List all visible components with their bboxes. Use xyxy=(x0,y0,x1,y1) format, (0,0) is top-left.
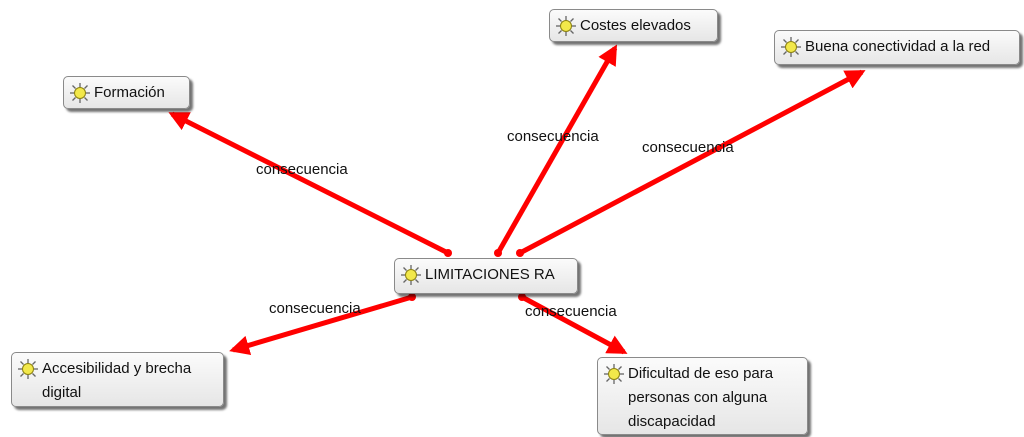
edge-label-dificultad[interactable]: consecuencia xyxy=(525,303,617,320)
edge-start-dot-costes xyxy=(494,249,502,257)
edge-line-dificultad[interactable] xyxy=(520,294,628,355)
concept-node-costes-elevados[interactable]: Costes elevados xyxy=(549,9,718,42)
concept-sun-icon xyxy=(604,364,624,384)
edge-line-accesibilidad[interactable] xyxy=(229,294,413,356)
concept-node-dificultad[interactable]: Dificultad de eso para personas con algu… xyxy=(597,357,808,435)
concept-sun-icon xyxy=(556,16,576,36)
edge-start-dot-conectividad xyxy=(516,249,524,257)
node-label: Accesibilidad y brecha digital xyxy=(42,360,192,401)
concept-sun-icon xyxy=(70,83,90,103)
concept-sun-icon xyxy=(18,359,38,379)
edge-line-conectividad[interactable] xyxy=(518,69,866,256)
node-label: Buena conectividad a la red xyxy=(805,38,991,55)
node-label: Costes elevados xyxy=(580,17,691,34)
edge-line-costes[interactable] xyxy=(495,44,618,255)
node-label: LIMITACIONES RA xyxy=(425,266,555,283)
node-label: Dificultad de eso para personas con algu… xyxy=(628,365,774,430)
edge-label-costes[interactable]: consecuencia xyxy=(507,128,599,145)
concept-sun-icon xyxy=(401,265,421,285)
edge-start-dot-formacion xyxy=(444,249,452,257)
edge-label-formacion[interactable]: consecuencia xyxy=(256,161,348,178)
concept-node-formacion[interactable]: Formación xyxy=(63,76,190,109)
edge-label-accesibilidad[interactable]: consecuencia xyxy=(269,300,361,317)
concept-node-accesibilidad[interactable]: Accesibilidad y brecha digital xyxy=(11,352,224,407)
edge-start-dot-dificultad xyxy=(518,293,526,301)
concept-sun-icon xyxy=(781,37,801,57)
concept-node-buena-conectividad[interactable]: Buena conectividad a la red xyxy=(774,30,1020,65)
edge-label-conectividad[interactable]: consecuencia xyxy=(642,139,734,156)
edge-start-dot-accesibilidad xyxy=(408,293,416,301)
edge-line-formacion[interactable] xyxy=(168,111,450,256)
concept-node-limitaciones-ra[interactable]: LIMITACIONES RA xyxy=(394,258,578,294)
node-label: Formación xyxy=(94,84,165,101)
